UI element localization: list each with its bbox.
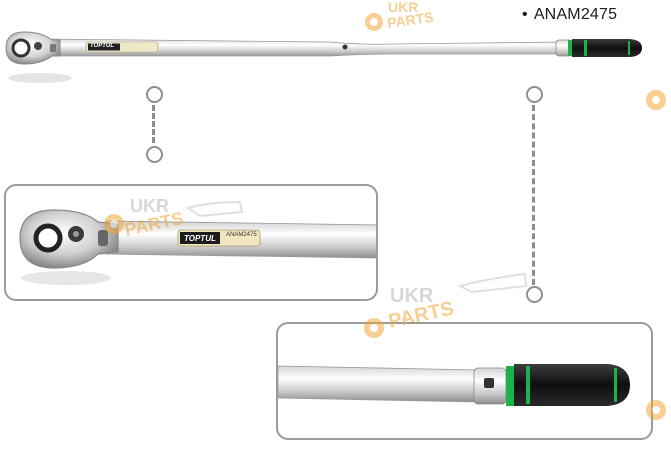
pointing-hand-icon — [185, 200, 244, 218]
connector-left — [152, 105, 155, 143]
detail-brand-label: TOPTUL — [184, 234, 216, 243]
detail-handle-frame — [276, 322, 653, 440]
pointing-hand-icon — [457, 272, 528, 294]
part-code: • ANAM2475 — [522, 6, 617, 24]
detail-head-frame: TOPTUL ANAM2475 — [4, 184, 378, 301]
gear-icon — [364, 318, 384, 338]
torque-wrench-full — [5, 31, 642, 83]
svg-text:UKR: UKR — [388, 0, 418, 15]
svg-text:UKR: UKR — [130, 196, 169, 216]
watermark-edge-2 — [646, 400, 666, 420]
marker-left-bottom — [146, 146, 163, 163]
marker-right-top — [526, 86, 543, 103]
gear-icon — [365, 13, 383, 31]
part-code-text: ANAM2475 — [533, 6, 618, 23]
detail-model-label: ANAM2475 — [226, 232, 257, 238]
marker-left-top — [146, 86, 163, 103]
main-brand-label: TOPTUL — [90, 43, 114, 49]
watermark-head: UKR PARTS — [104, 196, 244, 240]
watermark-edge-1 — [646, 90, 666, 110]
gear-icon — [646, 400, 666, 420]
watermark-top: UKR PARTS — [365, 0, 434, 31]
svg-text:PARTS: PARTS — [386, 9, 434, 31]
gear-icon — [104, 214, 124, 234]
wrench-head-closeup — [19, 209, 376, 285]
watermark-handle: UKR PARTS — [364, 272, 528, 338]
connector-right — [532, 105, 535, 285]
bullet-icon: • — [522, 6, 528, 23]
gear-icon — [646, 90, 666, 110]
wrench-handle-closeup — [278, 364, 630, 406]
marker-right-bottom — [526, 286, 543, 303]
svg-text:UKR: UKR — [390, 285, 434, 307]
